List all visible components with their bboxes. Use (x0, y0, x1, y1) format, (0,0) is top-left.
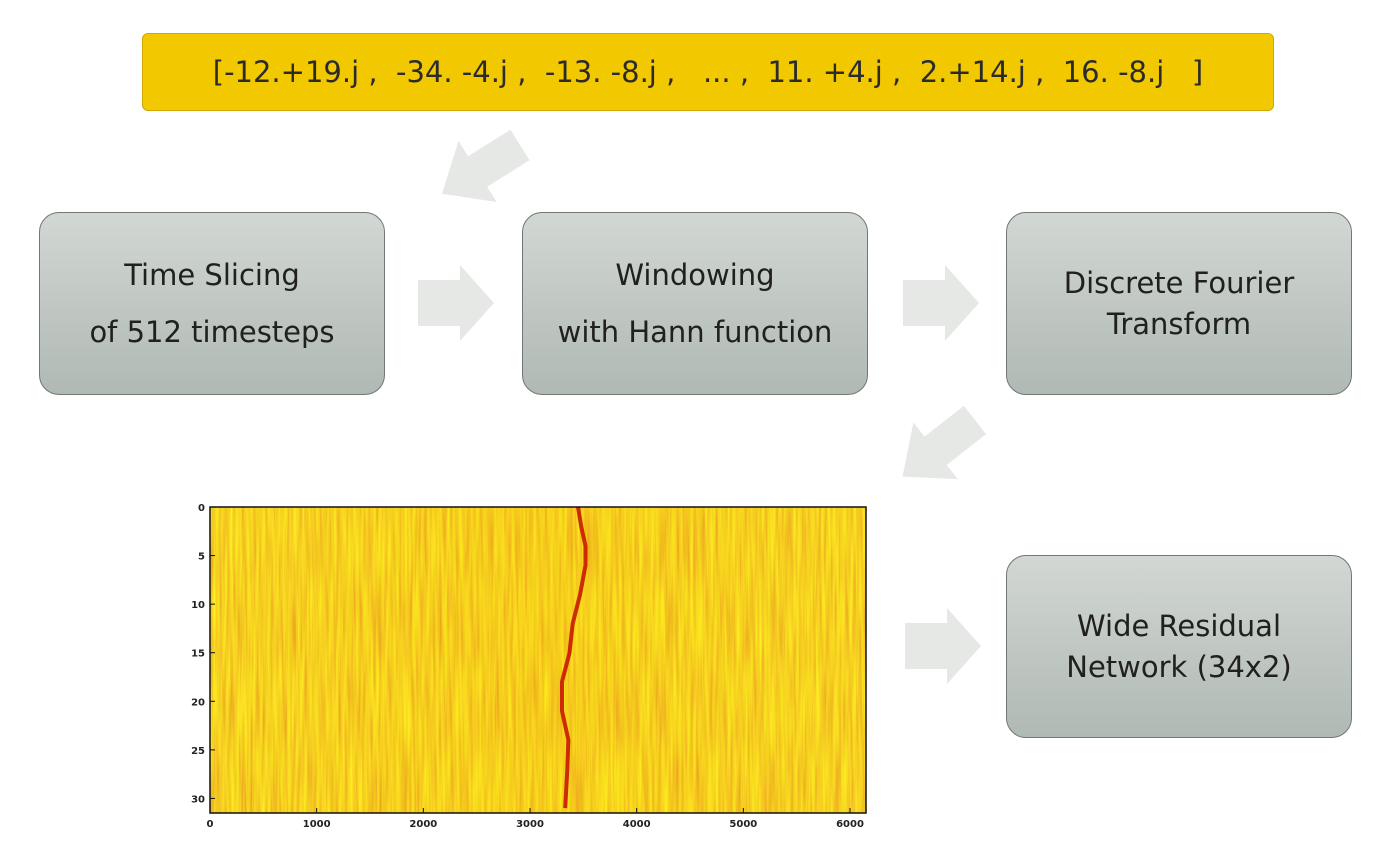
arrow-slicing-to-windowing (418, 265, 494, 341)
windowing-line2: with Hann function (557, 314, 833, 349)
time-slicing-box: Time Slicing of 512 timesteps (39, 212, 385, 395)
y-tick-label: 25 (191, 746, 205, 757)
x-axis: 0 1000 2000 3000 4000 5000 6000 (207, 808, 864, 830)
y-tick-label: 30 (191, 794, 205, 805)
arrow-spectrogram-to-wrn (905, 608, 981, 684)
wide-residual-network-box: Wide Residual Network (34x2) (1006, 555, 1352, 738)
wrn-line2: Network (34x2) (1066, 649, 1292, 684)
heatmap-plot-area (209, 506, 867, 814)
x-tick-label: 4000 (623, 819, 651, 830)
y-tick-label: 15 (191, 649, 205, 660)
y-tick-label: 0 (198, 503, 205, 514)
x-tick-label: 2000 (409, 819, 437, 830)
y-tick-label: 20 (191, 697, 205, 708)
y-tick-label: 10 (191, 600, 205, 611)
x-tick-label: 1000 (303, 819, 331, 830)
heatmap-frame (209, 506, 867, 814)
time-slicing-line1: Time Slicing (124, 257, 300, 292)
complex-array-text: [-12.+19.j , -34. -4.j , -13. -8.j , ...… (212, 55, 1204, 89)
y-axis: 0 5 10 15 20 25 30 (191, 503, 215, 805)
windowing-line1: Windowing (615, 257, 775, 292)
x-tick-label: 5000 (729, 819, 757, 830)
complex-array-banner: [-12.+19.j , -34. -4.j , -13. -8.j , ...… (142, 33, 1274, 111)
x-tick-label: 6000 (836, 819, 864, 830)
dft-box: Discrete Fourier Transform (1006, 212, 1352, 395)
windowing-box: Windowing with Hann function (522, 212, 868, 395)
heatmap-band (210, 507, 866, 813)
arrow-dft-to-spectrogram (902, 405, 987, 480)
spectrogram-chart: 0 1000 2000 3000 4000 5000 6000 0 5 10 15 20 25 30 (191, 503, 867, 830)
dft-line2: Transform (1106, 306, 1252, 341)
x-tick-label: 3000 (516, 819, 544, 830)
signal-track-line (560, 506, 588, 809)
wrn-line1: Wide Residual (1076, 608, 1282, 643)
x-tick-label: 0 (207, 819, 214, 830)
arrow-banner-to-slicing (441, 129, 530, 203)
arrow-windowing-to-dft (903, 265, 979, 341)
dft-line1: Discrete Fourier (1063, 265, 1295, 300)
y-tick-label: 5 (198, 552, 205, 563)
time-slicing-line2: of 512 timesteps (89, 314, 335, 349)
